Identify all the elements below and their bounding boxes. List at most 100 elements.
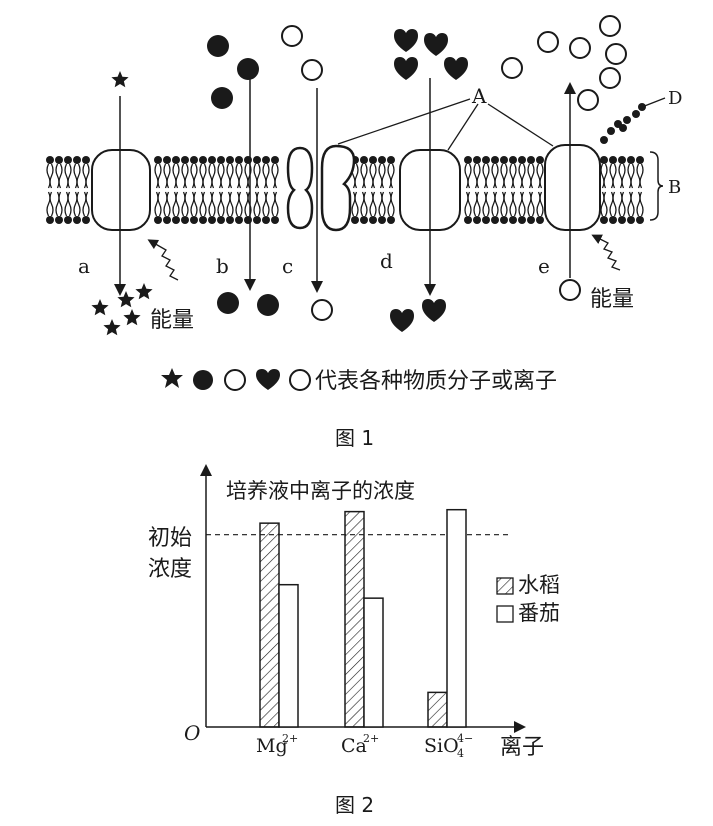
bar-rice-1	[345, 512, 364, 727]
figure-1-caption: 图 1	[335, 426, 374, 450]
phospholipid-top	[235, 156, 243, 188]
star-molecule	[103, 319, 120, 335]
legend-entry: 番茄	[518, 601, 560, 625]
phospholipid-top	[262, 156, 270, 188]
phospholipid-top	[482, 156, 490, 188]
star-molecule	[111, 71, 128, 87]
phospholipid-top	[491, 156, 499, 188]
energy-label-a: 能量	[150, 308, 194, 333]
phospholipid-top	[509, 156, 517, 188]
phospholipid-top	[208, 156, 216, 188]
phospholipid-bottom	[46, 192, 54, 224]
phospholipid-bottom	[618, 192, 626, 224]
phospholipid-top	[64, 156, 72, 188]
legend-entry: 水稻	[518, 573, 560, 597]
phospholipid-bottom	[181, 192, 189, 224]
reference-label-line2: 浓度	[148, 557, 192, 582]
phospholipid-top	[369, 156, 377, 188]
energy-label-e: 能量	[590, 287, 634, 312]
label-a-structure: A	[471, 84, 487, 108]
phospholipid-bottom	[518, 192, 526, 224]
star-molecule	[117, 291, 134, 307]
phospholipid-bottom	[369, 192, 377, 224]
phospholipid-top	[244, 156, 252, 188]
phospholipid-bottom	[378, 192, 386, 224]
legend-filled-circle-icon	[193, 370, 213, 390]
legend-star-icon	[161, 368, 183, 388]
phospholipid-top	[163, 156, 171, 188]
phospholipid-top	[500, 156, 508, 188]
phospholipid-bottom	[226, 192, 234, 224]
phospholipid-bottom	[235, 192, 243, 224]
phospholipid-top	[154, 156, 162, 188]
legend-open-circle-icon-2	[290, 370, 310, 390]
phospholipid-bottom	[217, 192, 225, 224]
phospholipid-bottom	[351, 192, 359, 224]
star-molecule	[123, 309, 140, 325]
bar-tomato-1	[364, 598, 383, 727]
pathway-label-a: a	[78, 254, 90, 278]
phospholipid-bottom	[536, 192, 544, 224]
phospholipid-top	[378, 156, 386, 188]
pointer-a-1	[338, 99, 470, 144]
phospholipid-top	[536, 156, 544, 188]
phospholipid-top	[473, 156, 481, 188]
phospholipid-top	[387, 156, 395, 188]
label-d: D	[668, 88, 682, 109]
phospholipid-top	[217, 156, 225, 188]
label-b: B	[668, 177, 681, 198]
legend-heart-icon	[256, 369, 280, 390]
phospholipid-bottom	[172, 192, 180, 224]
heart-molecule	[424, 33, 448, 56]
phospholipid-top	[172, 156, 180, 188]
legend-swatch	[497, 606, 513, 622]
reference-label-line1: 初始	[148, 526, 192, 551]
phospholipid-bottom	[491, 192, 499, 224]
phospholipid-bottom	[208, 192, 216, 224]
phospholipid-bottom	[55, 192, 63, 224]
protein-c-right	[322, 146, 354, 230]
phospholipid-top	[527, 156, 535, 188]
phospholipid-top	[271, 156, 279, 188]
protein-c-left	[288, 148, 312, 228]
bar-tomato-0	[279, 585, 298, 727]
phospholipid-top	[199, 156, 207, 188]
category-superscript: 2+	[282, 732, 298, 745]
legend-symbols	[161, 368, 310, 390]
phospholipid-bottom	[464, 192, 472, 224]
phospholipid-top	[46, 156, 54, 188]
phospholipid-bottom	[627, 192, 635, 224]
phospholipid-bottom	[253, 192, 261, 224]
origin-label: O	[184, 721, 200, 745]
phospholipid-bottom	[609, 192, 617, 224]
bilayer-brace	[650, 152, 663, 220]
heart-molecule	[394, 57, 418, 80]
phospholipid-top	[627, 156, 635, 188]
category-subscript: 4	[457, 747, 464, 760]
heart-molecule	[444, 57, 468, 80]
phospholipid-top	[226, 156, 234, 188]
phospholipid-bottom	[387, 192, 395, 224]
phospholipid-bottom	[360, 192, 368, 224]
category-superscript: 4−	[457, 732, 473, 745]
phospholipid-bottom	[482, 192, 490, 224]
phospholipid-bottom	[73, 192, 81, 224]
heart-molecule	[390, 309, 414, 332]
bar-rice-0	[260, 523, 279, 727]
figure-2-caption: 图 2	[335, 793, 374, 817]
heart-molecule	[394, 29, 418, 52]
phospholipid-bottom	[509, 192, 517, 224]
legend-swatch	[497, 578, 513, 594]
phospholipid-top	[518, 156, 526, 188]
pathway-label-c: c	[282, 254, 293, 278]
phospholipid-top	[464, 156, 472, 188]
x-axis-title: 离子	[500, 735, 544, 760]
carrier-protein-a	[92, 150, 150, 230]
category-superscript: 2+	[363, 732, 379, 745]
phospholipid-bottom	[500, 192, 508, 224]
carrier-protein-e	[545, 145, 600, 230]
energy-squiggle-e	[596, 237, 620, 270]
phospholipid-bottom	[636, 192, 644, 224]
